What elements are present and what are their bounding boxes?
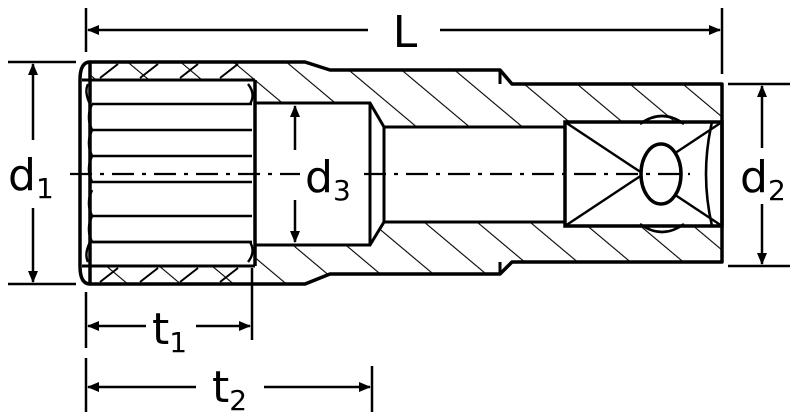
label-d1: d1 [8,150,54,205]
dimension-d3: d3 [290,105,360,243]
twelve-point-bore-detail [82,63,257,283]
label-d2: d2 [740,152,786,207]
label-L: L [393,7,418,58]
inner-bore-outline [255,101,565,247]
dimension-d1: d1 [8,60,76,286]
label-t2: t2 [212,362,247,417]
dimension-t2: t2 [84,358,374,417]
label-t1: t1 [152,304,187,359]
dimension-d2: d2 [728,82,790,268]
dimension-t1: t1 [84,268,254,359]
outer-outline [88,60,724,286]
label-d3: d3 [305,152,351,207]
dimension-L: L [84,7,724,74]
